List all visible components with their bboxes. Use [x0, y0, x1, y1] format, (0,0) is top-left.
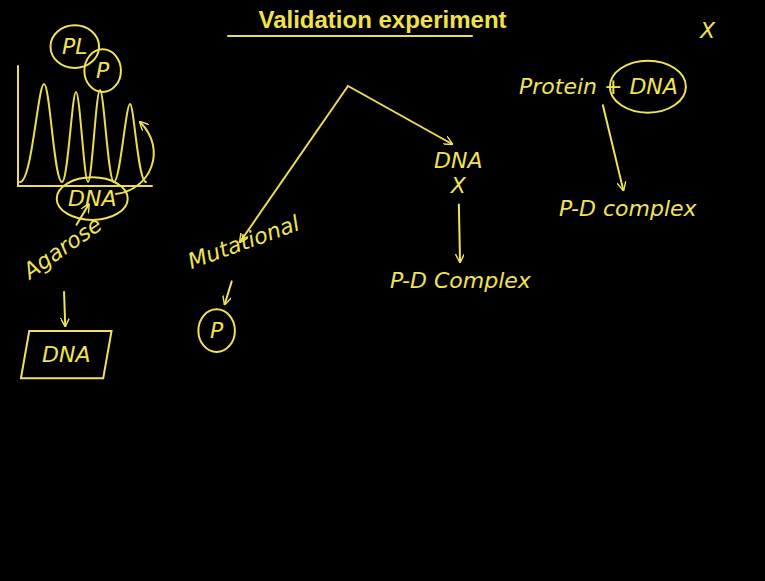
- node-text: Agarose: [18, 212, 106, 284]
- node-text: Protein + DNA: [519, 74, 678, 99]
- arrow-connector: [225, 281, 232, 304]
- node-text: DNA: [42, 342, 90, 367]
- node-text: DNA: [434, 148, 482, 173]
- note-text: Protein + DNA: [515, 72, 682, 101]
- circled-term: PL: [50, 24, 100, 69]
- circled-term: P: [84, 48, 121, 93]
- note-text: P-D Complex: [386, 266, 535, 295]
- note-text: P-D complex: [555, 194, 701, 223]
- curved-arrow: [116, 122, 154, 194]
- node-text: DNA: [68, 186, 116, 211]
- node-text: P-D complex: [559, 196, 697, 221]
- chromatogram-axes: [18, 66, 152, 186]
- arrow-connector: [459, 205, 460, 262]
- node-text: P: [210, 318, 223, 343]
- note-text: Mutational: [180, 207, 307, 277]
- arrow-connector: [603, 105, 623, 190]
- title-underline: [228, 35, 472, 37]
- diagram-title: Validation experiment: [0, 6, 765, 34]
- node-text: P: [96, 58, 109, 83]
- arrow-connector: [64, 292, 65, 326]
- node-text: P-D Complex: [390, 268, 531, 293]
- circled-term: P: [198, 308, 235, 353]
- note-label: X: [700, 18, 715, 43]
- chromatogram-peaks: [20, 84, 146, 182]
- node-text: PL: [62, 34, 88, 59]
- note-text: DNAX: [430, 146, 486, 201]
- gel-box: DNA: [20, 330, 112, 379]
- node-text: Mutational: [184, 211, 302, 275]
- note-text: Agarose: [14, 208, 111, 288]
- node-text: X: [434, 173, 482, 198]
